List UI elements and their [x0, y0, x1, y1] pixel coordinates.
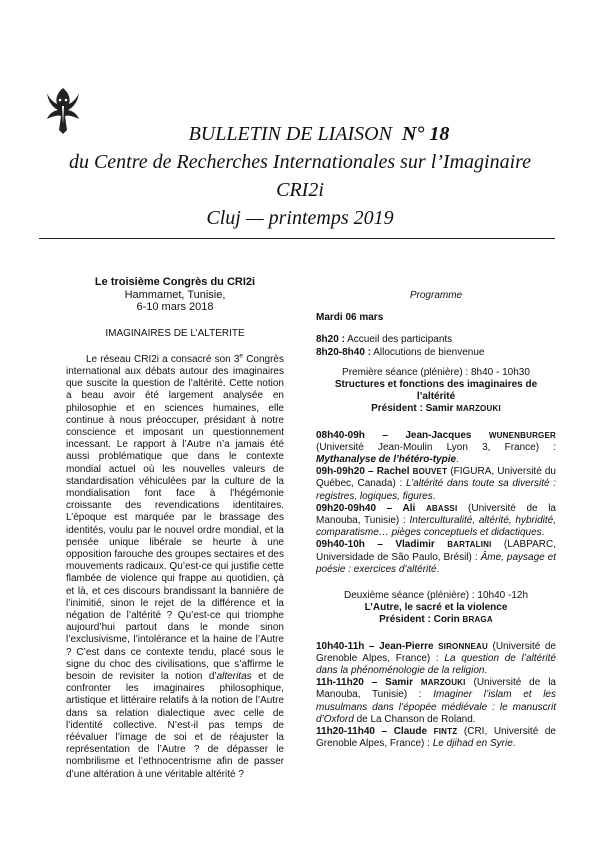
talk-surname: SIRONNEAU: [438, 641, 488, 651]
talk-end: .: [436, 563, 440, 575]
talk-entry: 11h20-11h40 – Claude FINTZ (CRI, Univers…: [316, 726, 556, 750]
talk-time-speaker: 09h40-10h – Vladimir: [316, 539, 448, 551]
congress-place: Hammamet, Tunisie,: [124, 288, 226, 301]
schedule-time: 8h20-8h40 :: [316, 346, 372, 358]
schedule-item: 8h20 : Accueil des participants: [316, 334, 556, 346]
talk-title: L’altérité dans toute sa diversité : reg…: [316, 478, 557, 502]
talk-title: Imaginer l’islam et les musulmans dans l…: [316, 689, 556, 725]
president-label: Président : Samir: [371, 403, 457, 415]
bulletin-header: BULLETIN DE LIAISON N° 18 du Centre de R…: [40, 120, 560, 232]
schedule-text: Allocutions de bienvenue: [371, 346, 485, 358]
talk-entry: 09h40-10h – Vladimir BARTALINI (LABPARC,…: [316, 539, 556, 576]
talk-affiliation: (LABPARC, Universidade de São Paulo, Bré…: [316, 539, 556, 563]
header-divider: [39, 238, 555, 239]
talk-time-speaker: 09h20-09h40 – Ali: [316, 502, 426, 514]
centre-name: du Centre de Recherches Internationales …: [68, 151, 532, 173]
talk-surname: BARTALINI: [447, 540, 492, 550]
talk-affiliation: (FIGURA, Université du Québec, Canada) :: [316, 466, 556, 490]
talk-surname: WUNENBURGER: [488, 430, 556, 440]
talk-surname: ABASSI: [425, 503, 458, 513]
intro-paragraph: Le réseau CRI2i a consacré son 3e Congrè…: [66, 352, 284, 781]
section-title: IMAGINAIRES DE L’ALTERITE: [105, 327, 245, 339]
talk-title: La question de l’altérité dans la phénom…: [316, 652, 556, 677]
programme-heading: Programme: [409, 290, 463, 301]
congress-title: Le troisième Congrès du CRI2i: [94, 276, 256, 288]
session-title: Structures et fonctions des imaginaires …: [334, 379, 538, 403]
intro-text-1: Le réseau CRI2i a consacré son 3: [86, 353, 240, 365]
bulletin-title: BULLETIN DE LIAISON: [188, 123, 392, 145]
intro-text-3: et de confronter les imaginaires philoso…: [66, 670, 284, 780]
talk-affiliation: (Université Jean-Moulin Lyon 3, France) …: [316, 441, 556, 453]
schedule-time: 8h20 :: [316, 334, 345, 346]
talk-end: .: [512, 738, 516, 750]
congress-dates: 6-10 mars 2018: [136, 301, 214, 313]
ordinal-sup: e: [239, 352, 244, 360]
talk-title: Le djihad en Syrie: [432, 738, 513, 750]
talk-time-speaker: 09h-09h20 – Rachel: [316, 466, 413, 478]
president-name: BRAGA: [462, 615, 493, 625]
talk-surname: FINTZ: [433, 727, 458, 737]
talk-time-speaker: 11h20-11h40 – Claude: [316, 726, 434, 738]
talk-affiliation: (CRI, Université de Grenoble Alpes, Fran…: [316, 726, 556, 750]
talk-end: .: [484, 665, 488, 677]
session-president: Président : Corin BRAGA: [316, 614, 556, 626]
talk-title: Interculturalité, altérité, hybridité, c…: [316, 515, 556, 539]
talk-entry: 11h-11h20 – Samir MARZOUKI (Université d…: [316, 677, 556, 726]
left-column: Le troisième Congrès du CRI2i Hammamet, …: [66, 276, 284, 781]
session-label: Première séance (plénière) : 8h40 - 10h3…: [342, 366, 530, 378]
talk-time-speaker: 10h40-11h – Jean-Pierre: [316, 640, 439, 652]
talk-entry: 08h40-09h – Jean-Jacques WUNENBURGER (Un…: [316, 430, 556, 467]
president-label: Président : Corin: [379, 614, 463, 626]
talk-time-speaker: 08h40-09h – Jean-Jacques: [316, 429, 489, 441]
talk-time-speaker: 11h-11h20 – Samir: [316, 677, 421, 689]
schedule-item: 8h20-8h40 : Allocutions de bienvenue: [316, 347, 556, 359]
session-president: Président : Samir MARZOUKI: [316, 403, 556, 415]
intro-italic-term: alteritas: [216, 670, 252, 682]
session-label: Deuxième séance (plénière) : 10h40 -12h: [344, 590, 528, 602]
president-name: MARZOUKI: [456, 404, 501, 414]
talk-surname: MARZOUKI: [420, 678, 466, 688]
talk-entry: 10h40-11h – Jean-Pierre SIRONNEAU (Unive…: [316, 641, 556, 678]
day-heading: Mardi 06 mars: [316, 312, 384, 324]
cri2i-logo: [47, 88, 79, 134]
talk-entry: 09h-09h20 – Rachel BOUVET (FIGURA, Unive…: [316, 466, 556, 503]
bulletin-number: N° 18: [401, 123, 450, 145]
intro-text-2: Congrès international aux débats autour …: [66, 353, 284, 682]
talk-title-suffix: de La Chanson de Roland.: [353, 713, 476, 725]
right-column: Programme Mardi 06 mars 8h20 : Accueil d…: [316, 290, 556, 751]
talk-end: .: [456, 454, 459, 466]
talk-entry: 09h20-09h40 – Ali ABASSI (Université de …: [316, 503, 556, 540]
talk-affiliation: (Université de la Manouba, Tunisie) :: [316, 502, 556, 527]
talk-title: Âme, paysage et poésie : exercices d’alt…: [316, 551, 557, 575]
centre-acronym: CRI2i: [276, 179, 324, 201]
talk-surname: BOUVET: [412, 467, 448, 477]
talk-affiliation: (Université de Grenoble Alpes, France) :: [316, 640, 556, 664]
session-title: L’Autre, le sacré et la violence: [364, 602, 508, 614]
talk-affiliation: (Université de la Manouba, Tunisie) :: [316, 677, 556, 701]
bulletin-place-season: Cluj — printemps 2019: [206, 207, 394, 229]
bulletin-title-line: BULLETIN DE LIAISON N° 18: [40, 120, 560, 148]
schedule-text: Accueil des participants: [344, 334, 453, 346]
talk-title: Mythanalyse de l’hétéro-typie: [316, 454, 457, 466]
talk-end: .: [432, 490, 436, 502]
talk-end: .: [541, 527, 545, 539]
